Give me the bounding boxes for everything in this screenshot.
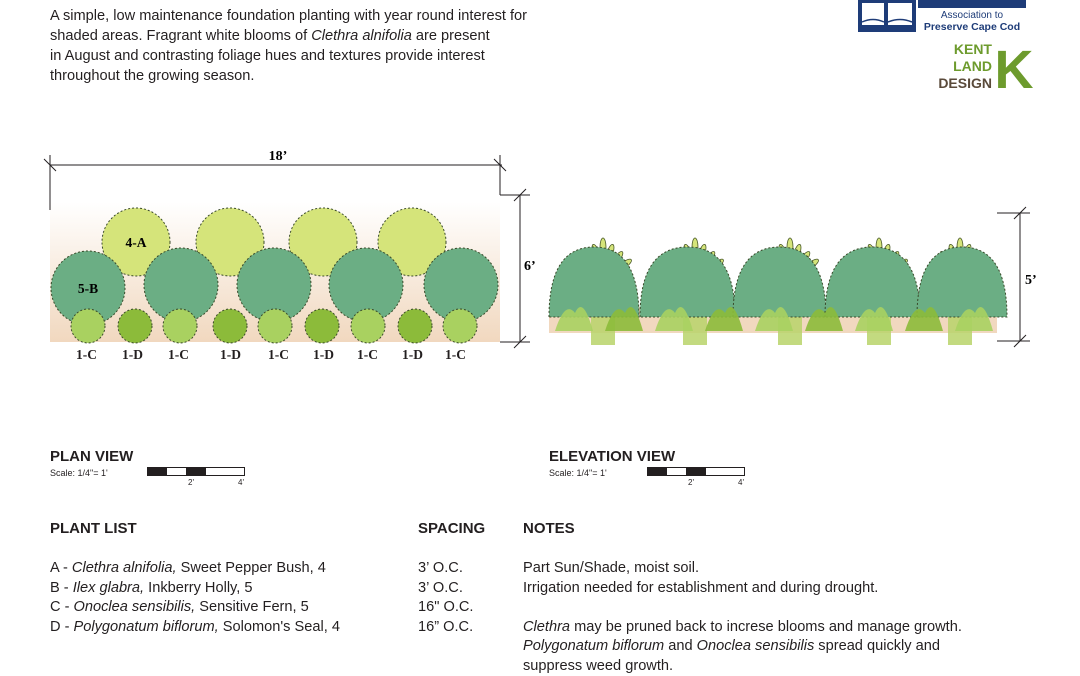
kent-logo-graphic: KENT LAND DESIGN K xyxy=(928,40,1034,92)
intro-line-2: shaded areas. Fragrant white blooms of C… xyxy=(50,26,610,46)
inkberry-holly-elevation xyxy=(733,247,826,317)
note-4: Polygonatum biflorum and Onoclea sensibi… xyxy=(523,637,962,657)
elevation-scale-tick-4: 4' xyxy=(738,478,744,487)
plant-list-item: A - Clethra alnifolia, Sweet Pepper Bush… xyxy=(50,559,340,579)
plan-bottom-label: 1-C xyxy=(357,347,378,363)
plan-bottom-label: 1-C xyxy=(76,347,97,363)
kent-letter-k: K xyxy=(995,40,1034,92)
intro-species: Clethra alnifolia xyxy=(311,28,412,44)
plant-species: Polygonatum biflorum, xyxy=(74,619,219,635)
solomons-seal xyxy=(213,309,247,343)
spacing-value: 3’ O.C. xyxy=(418,559,473,579)
plan-bottom-label: 1-D xyxy=(220,347,241,363)
kent-line-2: LAND xyxy=(953,58,992,74)
elevation-view-title: ELEVATION VIEW xyxy=(549,448,675,465)
notes-header: NOTES xyxy=(523,520,575,537)
elevation-scale-bar xyxy=(647,467,745,476)
solomons-seal xyxy=(398,309,432,343)
elevation-scale-tick-2: 2' xyxy=(688,478,694,487)
plant-list-item: C - Onoclea sensibilis, Sensitive Fern, … xyxy=(50,598,340,618)
apcc-logo-graphic: Association to Preserve Cape Cod xyxy=(858,0,1028,34)
sensitive-fern xyxy=(163,309,197,343)
inkberry-holly-elevation xyxy=(917,247,1007,317)
plan-width-label: 18’ xyxy=(269,149,288,164)
plan-scale-bar xyxy=(147,467,245,476)
elevation-plants xyxy=(549,238,1007,345)
kent-land-design-logo: KENT LAND DESIGN K xyxy=(928,40,1034,92)
plant-list-item: B - Ilex glabra, Inkberry Holly, 5 xyxy=(50,579,340,599)
plan-view-scale: Scale: 1/4"= 1' xyxy=(50,468,108,478)
spacing-header: SPACING xyxy=(418,520,485,537)
plan-view-title: PLAN VIEW xyxy=(50,448,133,465)
sensitive-fern xyxy=(258,309,292,343)
plan-bottom-label: 1-C xyxy=(445,347,466,363)
plant-species: Onoclea sensibilis, xyxy=(74,599,196,615)
plan-svg: 18’ 6’ 4-A 5-B xyxy=(40,140,540,370)
sensitive-fern xyxy=(71,309,105,343)
note-5: suppress weed growth. xyxy=(523,657,962,676)
plant-list-header: PLANT LIST xyxy=(50,520,137,537)
apcc-line-1: Association to xyxy=(941,10,1004,21)
spacing-list: 3’ O.C. 3’ O.C. 16" O.C. 16” O.C. xyxy=(418,559,473,637)
solomons-seal xyxy=(305,309,339,343)
solomons-seal xyxy=(118,309,152,343)
plan-drawing: 18’ 6’ 4-A 5-B xyxy=(40,140,540,370)
elevation-view-scale: Scale: 1/4"= 1' xyxy=(549,468,607,478)
apcc-logo: Association to Preserve Cape Cod xyxy=(858,0,1028,34)
elevation-drawing: 5’ xyxy=(545,195,1045,355)
inkberry-holly-elevation xyxy=(825,247,920,317)
intro-paragraph: A simple, low maintenance foundation pla… xyxy=(50,6,610,86)
notes-list: Part Sun/Shade, moist soil. Irrigation n… xyxy=(523,559,962,676)
plant-list: A - Clethra alnifolia, Sweet Pepper Bush… xyxy=(50,559,340,637)
spacing-value: 16” O.C. xyxy=(418,618,473,638)
note-2: Irrigation needed for establishment and … xyxy=(523,579,962,599)
apcc-line-2: Preserve Cape Cod xyxy=(924,21,1020,33)
plan-depth-label: 6’ xyxy=(524,259,536,274)
note-3: Clethra may be pruned back to increse bl… xyxy=(523,618,962,638)
plant-list-item: D - Polygonatum biflorum, Solomon's Seal… xyxy=(50,618,340,638)
sensitive-fern xyxy=(351,309,385,343)
kent-line-3: DESIGN xyxy=(938,75,992,91)
plant-species: Clethra alnifolia, xyxy=(72,560,177,576)
plan-label-b: 5-B xyxy=(78,281,98,296)
note-1: Part Sun/Shade, moist soil. xyxy=(523,559,962,579)
intro-line-4: throughout the growing season. xyxy=(50,66,610,86)
inkberry-holly-elevation xyxy=(549,247,639,317)
intro-line-3: in August and contrasting foliage hues a… xyxy=(50,46,610,66)
elevation-height-label: 5’ xyxy=(1025,273,1037,288)
elevation-svg: 5’ xyxy=(545,195,1045,355)
plan-bottom-label: 1-C xyxy=(268,347,289,363)
plan-scale-tick-4: 4' xyxy=(238,478,244,487)
plan-bottom-label: 1-C xyxy=(168,347,189,363)
plan-bottom-labels: 1-C 1-D 1-C 1-D 1-C 1-D 1-C 1-D 1-C xyxy=(60,347,490,365)
plan-label-a: 4-A xyxy=(126,235,147,250)
kent-line-1: KENT xyxy=(954,41,993,57)
inkberry-holly-elevation xyxy=(640,247,735,317)
spacing-value: 16" O.C. xyxy=(418,598,473,618)
plan-scale-tick-2: 2' xyxy=(188,478,194,487)
sensitive-fern xyxy=(443,309,477,343)
plan-bottom-label: 1-D xyxy=(402,347,423,363)
intro-line-1: A simple, low maintenance foundation pla… xyxy=(50,6,610,26)
plant-species: Ilex glabra, xyxy=(73,580,144,596)
spacing-value: 3’ O.C. xyxy=(418,579,473,599)
plan-bottom-label: 1-D xyxy=(313,347,334,363)
plan-bottom-label: 1-D xyxy=(122,347,143,363)
